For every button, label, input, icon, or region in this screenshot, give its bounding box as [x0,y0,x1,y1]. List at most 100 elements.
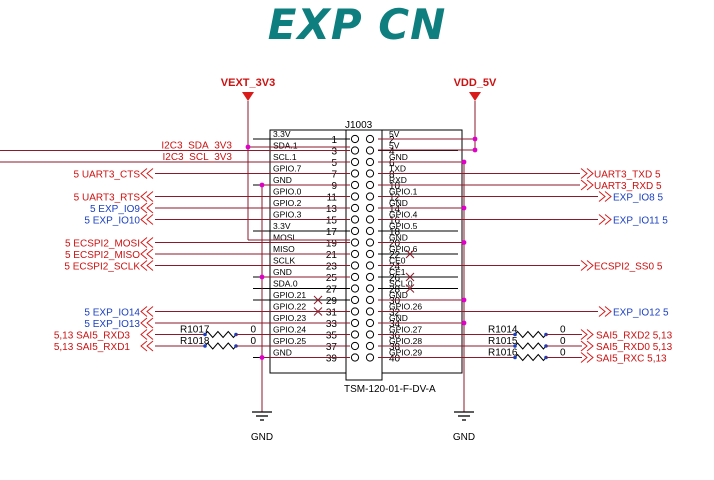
pin-number-left: 39 [326,354,338,365]
vdd-5v-power-label: VDD_5V [454,77,497,89]
pin-number-left: 3 [331,147,337,158]
pin-number-left: 23 [326,262,338,273]
pin-contact-odd [350,180,360,190]
net-label-right: SAI5_RXC 5,13 [596,354,667,365]
pin-number-left: 33 [326,319,338,330]
port-arrow [580,168,594,179]
pin-contact-odd [350,318,360,328]
pin-contact-odd [350,307,360,316]
gnd-symbol-right-label: GND [453,432,475,443]
pin-number-right: 40 [389,354,401,365]
pin-name-right: GPIO.26 [389,302,422,312]
pin-contact-even [365,353,375,362]
port-arrow [140,340,154,352]
pin-number-left: 35 [326,331,338,342]
resistor-ref: R1014 [488,325,518,336]
pin-name-right: GPIO.28 [389,336,422,346]
pin-name-left: GND [273,267,292,277]
junction-dot [245,144,251,150]
pin-name-right: GPIO.1 [389,187,418,197]
port-arrow [140,168,154,179]
no-connect-mark [405,272,415,282]
resistor-end [513,355,517,360]
pin-name-right: GND [389,290,408,300]
net-label-left: I2C3_SDA_3V3 [161,141,232,152]
pin-contact-odd [350,272,360,282]
pin-number-right: 6 [389,158,395,169]
pin-number-left: 27 [326,285,338,296]
resistor-body [514,330,547,339]
junction-dot [259,355,265,360]
pin-number-right: 18 [389,227,401,238]
no-connect-mark [405,249,415,259]
pin-number-right: 28 [389,285,401,296]
resistor-end [203,332,207,337]
pin-number-right: 8 [389,170,395,181]
junction-dot [472,147,478,153]
port-arrow [140,214,154,225]
pin-name-right: GND [389,233,408,243]
pin-number-right: 12 [389,193,401,204]
pin-contact-odd [350,353,360,362]
net-label-left: 5 UART3_CTS [73,170,140,181]
pin-contact-odd [350,295,360,305]
port-arrow [580,179,594,191]
pin-contact-even [365,226,375,236]
pin-number-left: 31 [326,308,338,319]
pin-number-right: 32 [389,308,401,319]
net-label-right: EXP_IO12 5 [613,308,669,319]
resistor-value: 0 [560,325,566,336]
vdd-5v-power-arrow [469,92,481,101]
net-label-right: EXP_IO8 5 [613,193,663,204]
pin-contact-even [365,203,375,213]
pin-contact-odd [350,192,360,201]
pin-contact-even [365,180,375,190]
pin-name-right: 5V [389,129,400,139]
port-arrow [598,191,612,202]
pin-name-left: GPIO.24 [273,325,306,335]
pin-name-right: RXD [389,175,407,185]
resistor-ref: R1015 [488,336,518,347]
pin-contact-odd [350,215,360,224]
pin-number-right: 30 [389,296,401,307]
resistor-body [204,342,237,350]
net-label-right: UART3_RXD 5 [594,181,662,192]
pin-contact-odd [350,157,360,167]
pin-number-left: 1 [331,135,337,146]
gnd-symbol-left-label: GND [251,432,273,443]
pin-name-left: GPIO.23 [273,313,306,323]
pin-contact-odd [350,341,360,351]
net-label-left: 5 UART3_RTS [74,193,141,204]
resistor-value: 0 [250,325,256,336]
pin-number-right: 24 [389,262,401,273]
net-label-left: I2C3_SCL_3V3 [163,152,233,163]
junction-dot [461,159,467,165]
port-arrow [140,317,154,329]
pin-number-left: 29 [326,296,338,307]
no-connect-mark [405,284,415,293]
junction-dot [461,297,467,303]
pin-name-left: SCLK [273,256,296,266]
resistor-end [203,344,207,348]
pin-name-left: GPIO.22 [273,302,306,312]
net-label-right: EXP_IO11 5 [613,216,668,227]
port-arrow [580,260,594,271]
resistor-ref: R1016 [488,348,518,359]
pin-number-left: 25 [326,273,338,284]
resistor-body [514,342,547,350]
port-arrow [580,340,594,352]
net-label-left: 5 EXP_IO14 [84,308,140,319]
pin-name-left: SDA.1 [273,141,298,151]
port-arrow [598,306,612,317]
pin-name-right: GND [389,313,408,323]
pin-contact-even [365,249,375,259]
resistor-body [514,353,547,362]
pin-contact-odd [350,226,360,236]
pin-number-right: 16 [389,216,401,227]
port-arrow [580,352,594,363]
pin-number-right: 2 [389,135,395,146]
pin-contact-even [365,215,375,224]
schematic-title: EXP CN [267,0,447,49]
resistor-ref: R1017 [180,325,210,336]
